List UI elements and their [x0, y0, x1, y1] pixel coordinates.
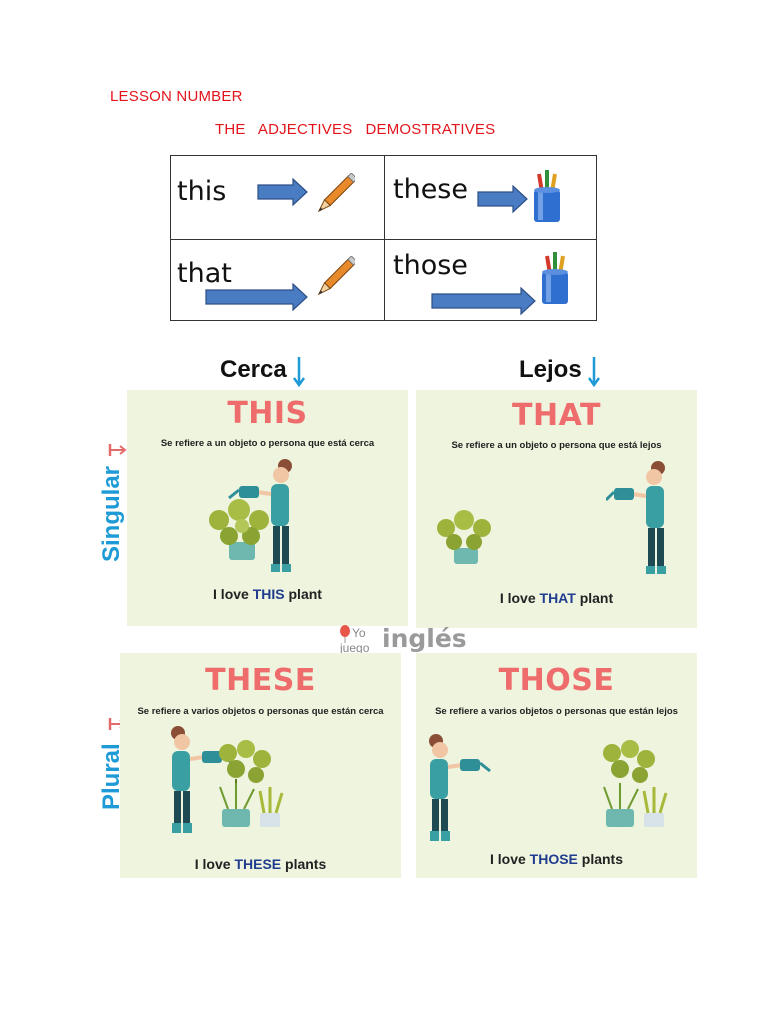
keyword: THOSE	[529, 851, 578, 867]
panel-title: THIS	[227, 396, 308, 431]
example-sentence: I love THAT plant	[499, 590, 614, 606]
page-title: THE ADJECTIVES DEMOSTRATIVES	[215, 121, 496, 138]
pencil-icon	[317, 256, 355, 296]
column-far: Lejos	[519, 356, 582, 383]
arrow-down-icon	[292, 357, 306, 388]
panel-title: THAT	[512, 398, 601, 433]
arrow-icon	[477, 185, 528, 214]
example-sentence: I love THESE plants	[194, 856, 327, 872]
girl-watering-icon	[429, 734, 491, 841]
girl-watering-icon	[606, 461, 666, 574]
keyword: THAT	[539, 590, 576, 606]
arrow-down-icon	[587, 357, 601, 388]
arrow-icon	[257, 178, 308, 207]
logo-juego: juego	[340, 641, 370, 655]
pencil-cup-icon	[542, 252, 568, 304]
logo-yo: Yo	[352, 626, 366, 640]
column-near: Cerca	[220, 356, 287, 383]
logo-ingles: inglés	[382, 624, 467, 653]
keyword: THESE	[234, 856, 282, 872]
balloon-icon	[340, 625, 350, 643]
arrow-icon	[431, 287, 536, 316]
word-those: those	[393, 250, 468, 281]
panel-title: THESE	[205, 663, 316, 698]
arrow-icon	[205, 283, 308, 312]
panel-description: Se refiere a un objeto o persona que est…	[451, 440, 662, 451]
panel-title: THOSE	[498, 663, 615, 698]
demonstratives-table: this these that those	[170, 155, 597, 321]
panel-description: Se refiere a varios objetos o personas q…	[137, 706, 384, 717]
panel-these: THESE Se refiere a varios objetos o pers…	[120, 653, 401, 878]
example-sentence: I love THOSE plants	[489, 851, 624, 867]
girl-watering-icon	[171, 726, 233, 833]
panel-that: THAT Se refiere a un objeto o persona qu…	[416, 390, 697, 628]
plant-icon	[437, 510, 491, 564]
plant-icon	[209, 499, 269, 560]
row-singular: Singular	[98, 465, 125, 562]
panel-those: THOSE Se refiere a varios objetos o pers…	[416, 653, 697, 878]
girl-watering-icon	[228, 459, 292, 572]
pencil-cup-icon	[534, 170, 560, 222]
word-this: this	[177, 176, 227, 207]
plant-icon	[603, 740, 668, 827]
plant-icon	[219, 740, 284, 827]
example-sentence: I love THIS plant	[213, 586, 322, 602]
word-these: these	[393, 174, 468, 205]
pencil-icon	[317, 173, 355, 213]
keyword: THIS	[252, 586, 285, 602]
word-that: that	[177, 258, 232, 289]
lesson-number: LESSON NUMBER	[110, 88, 243, 105]
arrow-right-icon	[108, 444, 127, 456]
panel-description: Se refiere a un objeto o persona que est…	[160, 438, 375, 449]
panel-this: THIS Se refiere a un objeto o persona qu…	[127, 390, 408, 626]
panel-description: Se refiere a varios objetos o personas q…	[435, 706, 678, 717]
